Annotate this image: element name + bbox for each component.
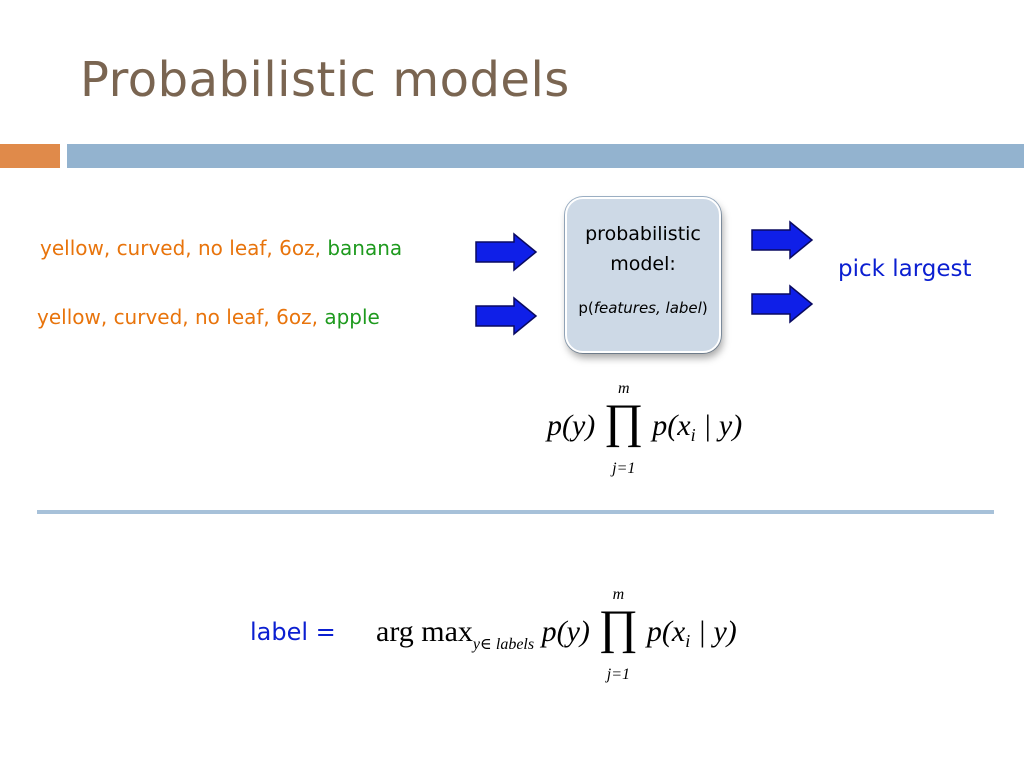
header-accent-orange <box>0 144 60 168</box>
input-arrow-icon <box>475 296 538 336</box>
example-features: yellow, curved, no leaf, 6oz, <box>37 305 318 329</box>
input-arrow-icon <box>475 232 538 272</box>
example-features: yellow, curved, no leaf, 6oz, <box>40 236 321 260</box>
product-operator: m ∏ j=1 <box>604 380 644 477</box>
product-operator: m ∏ j=1 <box>598 586 639 683</box>
example-label: banana <box>327 236 403 260</box>
example-row-banana: yellow, curved, no leaf, 6oz, banana <box>40 236 402 260</box>
output-arrow-icon <box>751 220 814 260</box>
example-row-apple: yellow, curved, no leaf, 6oz, apple <box>37 305 380 329</box>
model-box-line1: probabilistic <box>585 223 701 245</box>
argmax-equation: arg maxy∈ labels p(y) m ∏ j=1 p(xi | y) <box>376 586 737 683</box>
model-formula: p(features, label) <box>578 299 708 317</box>
example-label: apple <box>324 305 380 329</box>
output-arrow-icon <box>751 284 814 324</box>
model-box-line2: model: <box>610 253 676 275</box>
label-equation-lhs: label = <box>250 618 336 646</box>
joint-probability-equation: p(y) m ∏ j=1 p(xi | y) <box>547 380 743 477</box>
section-divider <box>37 510 994 514</box>
pick-largest-text: pick largest <box>838 256 972 282</box>
slide-title: Probabilistic models <box>80 52 570 108</box>
header-accent-blue <box>67 144 1024 168</box>
probabilistic-model-box: probabilistic model: p(features, label) <box>565 197 721 353</box>
